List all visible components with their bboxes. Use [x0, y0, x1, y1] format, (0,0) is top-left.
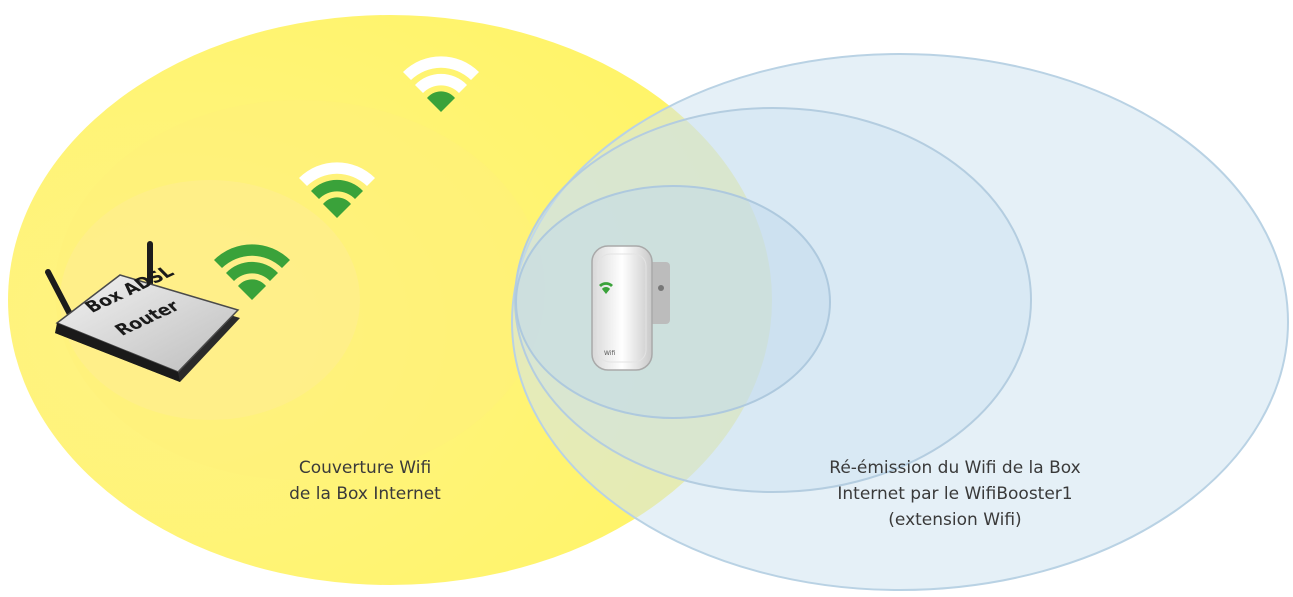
wifi-signal-icon-strong: [214, 244, 290, 300]
booster-coverage-caption-line2: Internet par le WifiBooster1: [837, 484, 1073, 504]
router-coverage-caption: Couverture Wifi de la Box Internet: [240, 455, 490, 507]
wifi-signal-icon-medium: [299, 162, 375, 218]
booster-coverage-caption-line3: (extension Wifi): [888, 510, 1022, 530]
router-coverage-caption-line1: Couverture Wifi: [298, 458, 432, 478]
router-coverage-caption-line2: de la Box Internet: [289, 484, 441, 504]
booster-brand-text: Wifi: [604, 350, 615, 357]
booster-coverage-inner: [515, 185, 831, 419]
booster-coverage-caption-line1: Ré-émission du Wifi de la Box: [829, 458, 1081, 478]
booster-coverage-zone: [511, 53, 1289, 591]
router-icon: Box ADSL Router: [45, 241, 240, 382]
wifi-booster-icon: Wifi: [591, 245, 670, 371]
booster-coverage-caption: Ré-émission du Wifi de la Box Internet p…: [770, 455, 1140, 533]
wifi-signal-icon-weak: [403, 56, 479, 112]
